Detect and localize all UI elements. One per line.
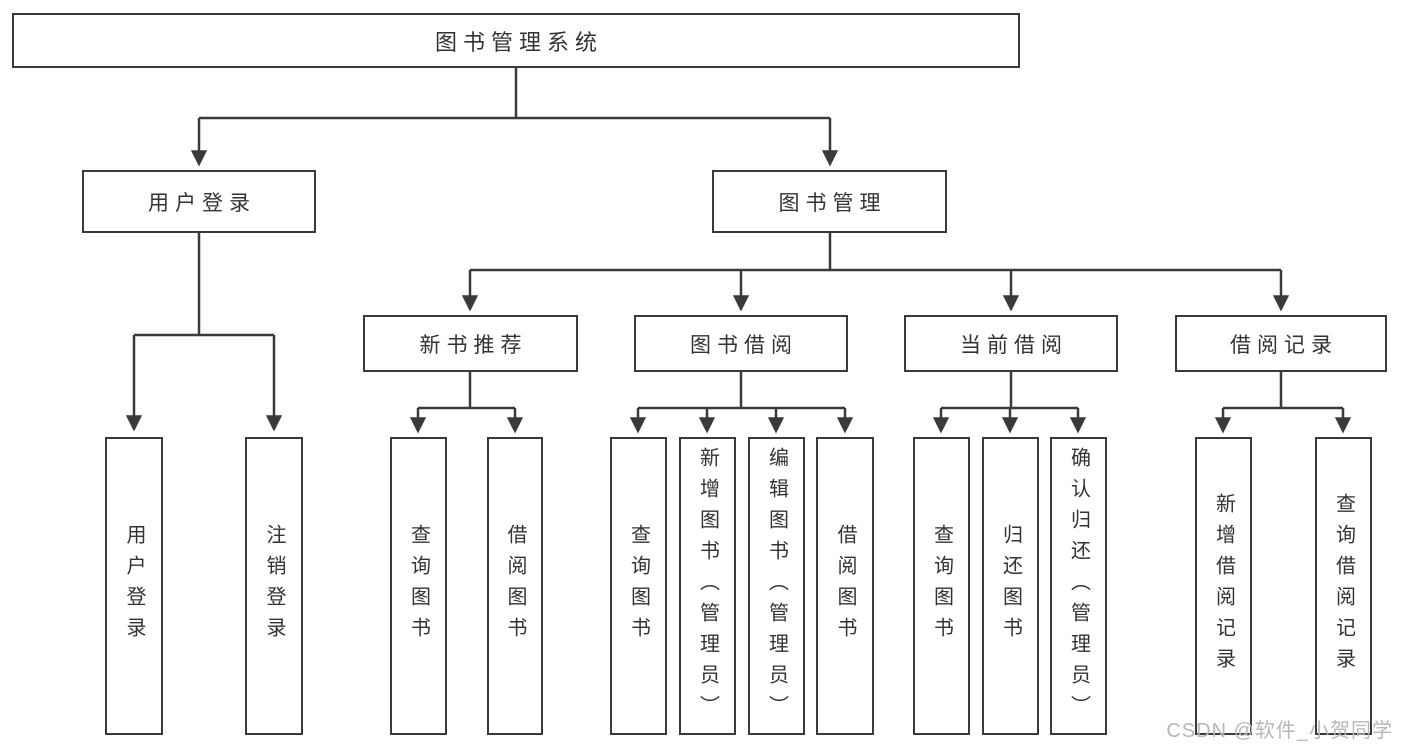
- node-book-management: 图书管理: [712, 170, 947, 233]
- leaf-query-books-current: 查询图书: [913, 437, 970, 735]
- leaf-label: 注销登录: [263, 524, 285, 648]
- leaf-label: 归还图书: [999, 524, 1022, 648]
- leaf-borrow-books: 借阅图书: [816, 437, 874, 735]
- leaf-confirm-return-admin: 确认归还（管理员）: [1050, 437, 1107, 735]
- node-book-borrow: 图书借阅: [634, 315, 848, 372]
- leaf-user-login: 用户登录: [105, 437, 163, 735]
- leaf-label: 查询借阅记录: [1332, 493, 1355, 679]
- leaf-label: 新增借阅记录: [1212, 493, 1235, 679]
- leaf-add-borrow-record: 新增借阅记录: [1195, 437, 1252, 735]
- leaf-label: 借阅图书: [504, 524, 526, 648]
- node-root-system: 图书管理系统: [12, 13, 1020, 68]
- leaf-label: 用户登录: [123, 524, 145, 648]
- leaf-query-borrow-record: 查询借阅记录: [1315, 437, 1372, 735]
- leaf-return-books: 归还图书: [982, 437, 1039, 735]
- leaf-label: 借阅图书: [834, 524, 856, 648]
- csdn-watermark: CSDN @软件_小贺同学: [1166, 720, 1393, 742]
- node-current-borrow: 当前借阅: [904, 315, 1118, 372]
- leaf-label: 查询图书: [627, 524, 650, 648]
- node-new-book-recommend: 新书推荐: [363, 315, 578, 372]
- leaf-borrow-books-recommend: 借阅图书: [487, 437, 543, 735]
- leaf-label: 编辑图书（管理员）: [765, 446, 788, 726]
- node-borrow-records: 借阅记录: [1175, 315, 1387, 372]
- leaf-label: 查询图书: [407, 524, 430, 648]
- leaf-query-books-borrow: 查询图书: [610, 437, 667, 735]
- node-user-login-branch: 用户登录: [82, 170, 316, 233]
- leaf-label: 查询图书: [930, 524, 953, 648]
- leaf-query-books-recommend: 查询图书: [390, 437, 447, 735]
- leaf-label: 新增图书（管理员）: [696, 446, 719, 726]
- leaf-add-books-admin: 新增图书（管理员）: [679, 437, 736, 735]
- leaf-edit-books-admin: 编辑图书（管理员）: [748, 437, 805, 735]
- leaf-logout: 注销登录: [245, 437, 303, 735]
- leaf-label: 确认归还（管理员）: [1067, 446, 1090, 726]
